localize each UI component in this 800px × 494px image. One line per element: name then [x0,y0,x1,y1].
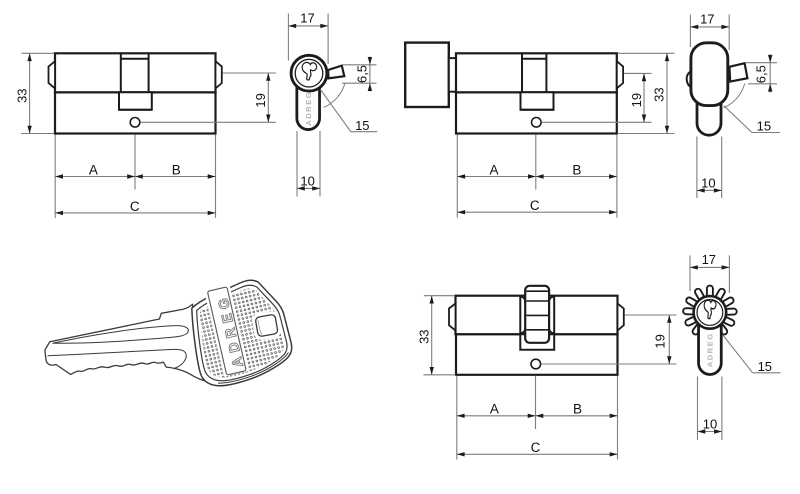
svg-text:15: 15 [757,119,771,134]
svg-text:C: C [531,440,541,455]
svg-text:A: A [489,162,498,177]
svg-text:A: A [89,162,98,177]
svg-text:E: E [218,312,236,325]
svg-text:15: 15 [355,118,369,133]
svg-text:B: B [573,402,582,417]
svg-text:R: R [706,347,715,353]
svg-text:R: R [221,326,239,339]
svg-text:19: 19 [653,334,668,348]
svg-text:33: 33 [416,329,431,343]
svg-text:10: 10 [701,175,715,190]
svg-text:B: B [572,162,581,177]
svg-text:17: 17 [700,12,714,27]
svg-text:A: A [304,120,313,126]
svg-text:R: R [304,106,313,112]
svg-text:33: 33 [14,88,29,102]
svg-text:A: A [228,355,246,368]
svg-text:B: B [172,162,181,177]
svg-text:G: G [215,297,233,311]
svg-text:A: A [490,402,499,417]
svg-text:E: E [706,341,715,346]
svg-text:E: E [304,100,313,105]
svg-text:D: D [304,113,313,119]
svg-text:17: 17 [702,252,716,267]
svg-text:G: G [706,334,715,340]
svg-text:10: 10 [300,173,314,188]
svg-text:10: 10 [703,416,717,431]
svg-text:D: D [706,354,715,360]
svg-text:17: 17 [300,11,314,26]
svg-text:C: C [130,199,140,214]
svg-text:C: C [530,198,540,213]
svg-text:6,5: 6,5 [355,65,370,83]
svg-text:15: 15 [758,359,772,374]
svg-text:33: 33 [652,87,667,101]
svg-text:6,5: 6,5 [753,65,768,83]
svg-text:19: 19 [629,93,644,107]
svg-text:D: D [225,341,243,354]
svg-text:A: A [706,361,715,367]
svg-text:19: 19 [253,93,268,107]
svg-text:G: G [304,92,313,98]
